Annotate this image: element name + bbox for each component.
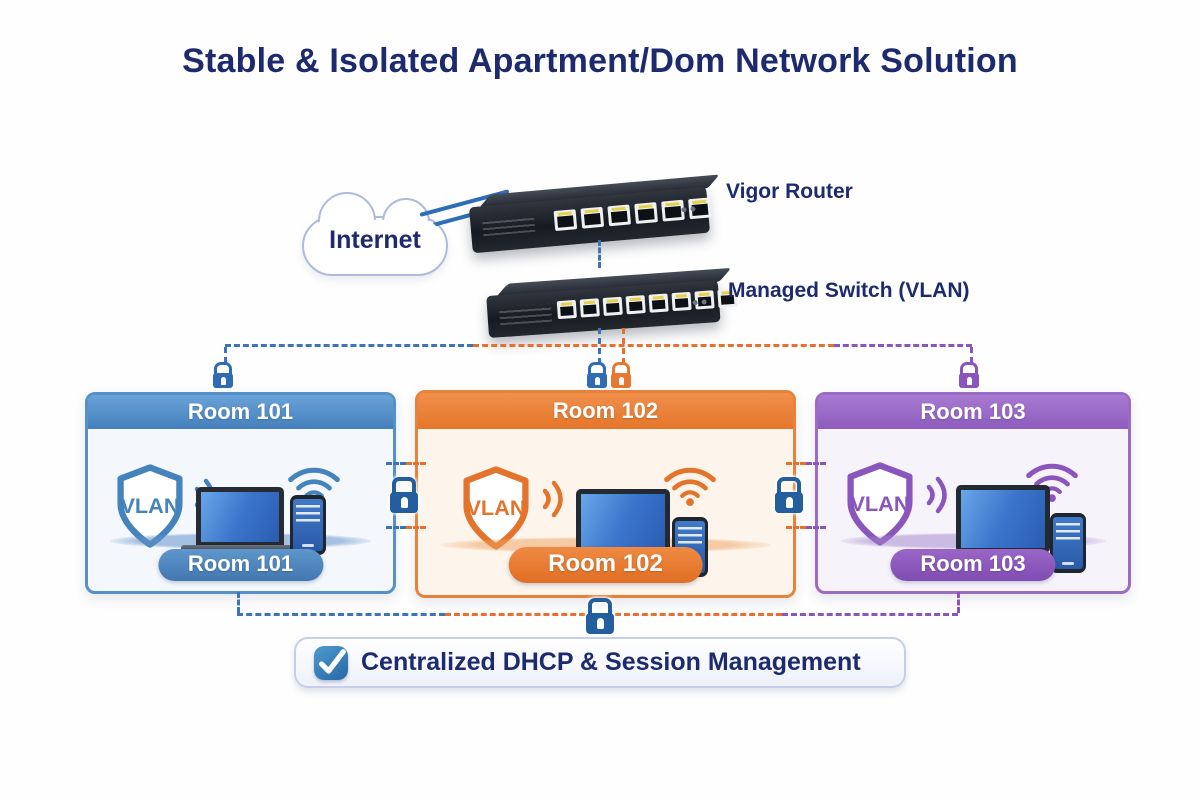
device-status-leds	[499, 303, 553, 326]
monitor-screen	[956, 485, 1050, 553]
ethernet-port	[553, 209, 578, 231]
router-label: Vigor Router	[726, 180, 853, 203]
room-103-card: Room 103 VLAN	[815, 392, 1131, 594]
padlock-icon	[390, 477, 418, 513]
phone-screen	[1053, 517, 1083, 569]
vlan-shield-icon: VLAN	[847, 462, 913, 546]
isolation-dash	[786, 526, 806, 529]
room-103-badge: Room 103	[890, 549, 1056, 581]
drop-room103	[970, 347, 973, 363]
room-101-body: VLAN Room 101	[88, 429, 393, 591]
internet-label: Internet	[329, 226, 421, 254]
ethernet-port	[671, 291, 692, 312]
ethernet-port	[625, 295, 646, 315]
router-switch-link	[598, 240, 601, 268]
isolation-dash	[786, 462, 806, 465]
isolation-dash	[386, 462, 406, 465]
smartphone-icon	[290, 495, 326, 555]
isolation-dash	[806, 526, 826, 529]
smartphone-icon	[1050, 513, 1086, 573]
monitor-screen	[576, 489, 670, 557]
checkmark-icon	[314, 645, 348, 680]
padlock-icon	[611, 362, 631, 388]
svg-text:VLAN: VLAN	[466, 495, 525, 520]
ethernet-port	[556, 299, 577, 320]
room-101-header: Room 101	[88, 395, 393, 429]
wifi-icon	[664, 467, 716, 506]
isolation-dash	[406, 526, 426, 529]
ethernet-port	[607, 204, 632, 227]
ethernet-ports	[556, 288, 738, 320]
ethernet-ports	[553, 197, 712, 231]
room-102-card: Room 102 VLAN	[415, 390, 796, 598]
banner-label: Centralized DHCP & Session Management	[361, 648, 861, 676]
vlan-shield-icon: VLAN	[117, 464, 183, 548]
page-title: Stable & Isolated Apartment/Dom Network …	[182, 42, 1018, 80]
ethernet-port	[579, 298, 600, 318]
mgmt-bus-purple	[782, 613, 958, 616]
internet-cloud-icon: Internet	[302, 192, 448, 276]
room-102-badge: Room 102	[508, 547, 703, 583]
vigor-router-device	[468, 174, 720, 254]
room103-mgmt-drop	[957, 592, 960, 613]
ethernet-port	[602, 296, 623, 316]
switch-label: Managed Switch (VLAN)	[728, 279, 970, 302]
cloud-body	[310, 220, 440, 254]
vlan-bus-top-purple	[834, 344, 972, 347]
padlock-icon	[213, 362, 233, 388]
ethernet-port	[634, 202, 658, 224]
padlock-icon	[587, 362, 607, 388]
svg-text:VLAN: VLAN	[850, 491, 909, 516]
svg-text:VLAN: VLAN	[120, 493, 179, 518]
phone-screen	[293, 499, 323, 551]
padlock-icon	[959, 362, 979, 388]
isolation-dash	[386, 526, 406, 529]
laptop-screen	[196, 487, 284, 545]
room-103-body: VLAN Room 103	[818, 429, 1128, 591]
isolation-dash	[806, 462, 826, 465]
room-101-badge: Room 101	[157, 549, 324, 581]
vlan-bus-top-orange	[473, 344, 834, 347]
room-101-card: Room 101 VLAN	[85, 392, 396, 594]
mgmt-bus-blue	[237, 613, 445, 616]
room-102-body: VLAN Room 102	[418, 429, 793, 595]
ethernet-port	[580, 206, 605, 229]
laptop-icon	[181, 487, 299, 554]
padlock-icon	[586, 598, 614, 634]
vlan-bus-top-blue	[225, 344, 473, 347]
room-102-header: Room 102	[418, 393, 793, 429]
device-buttons	[690, 298, 710, 306]
managed-switch-device	[485, 267, 738, 339]
ethernet-port	[648, 293, 669, 313]
drop-room101	[224, 347, 227, 363]
device-status-leds	[481, 213, 536, 237]
isolation-dash	[406, 462, 426, 465]
management-banner: Centralized DHCP & Session Management	[294, 637, 906, 688]
padlock-icon	[775, 477, 803, 513]
room101-mgmt-drop	[237, 592, 240, 613]
signal-waves-icon	[926, 476, 947, 514]
signal-waves-icon	[542, 480, 563, 518]
room-103-header: Room 103	[818, 395, 1128, 429]
